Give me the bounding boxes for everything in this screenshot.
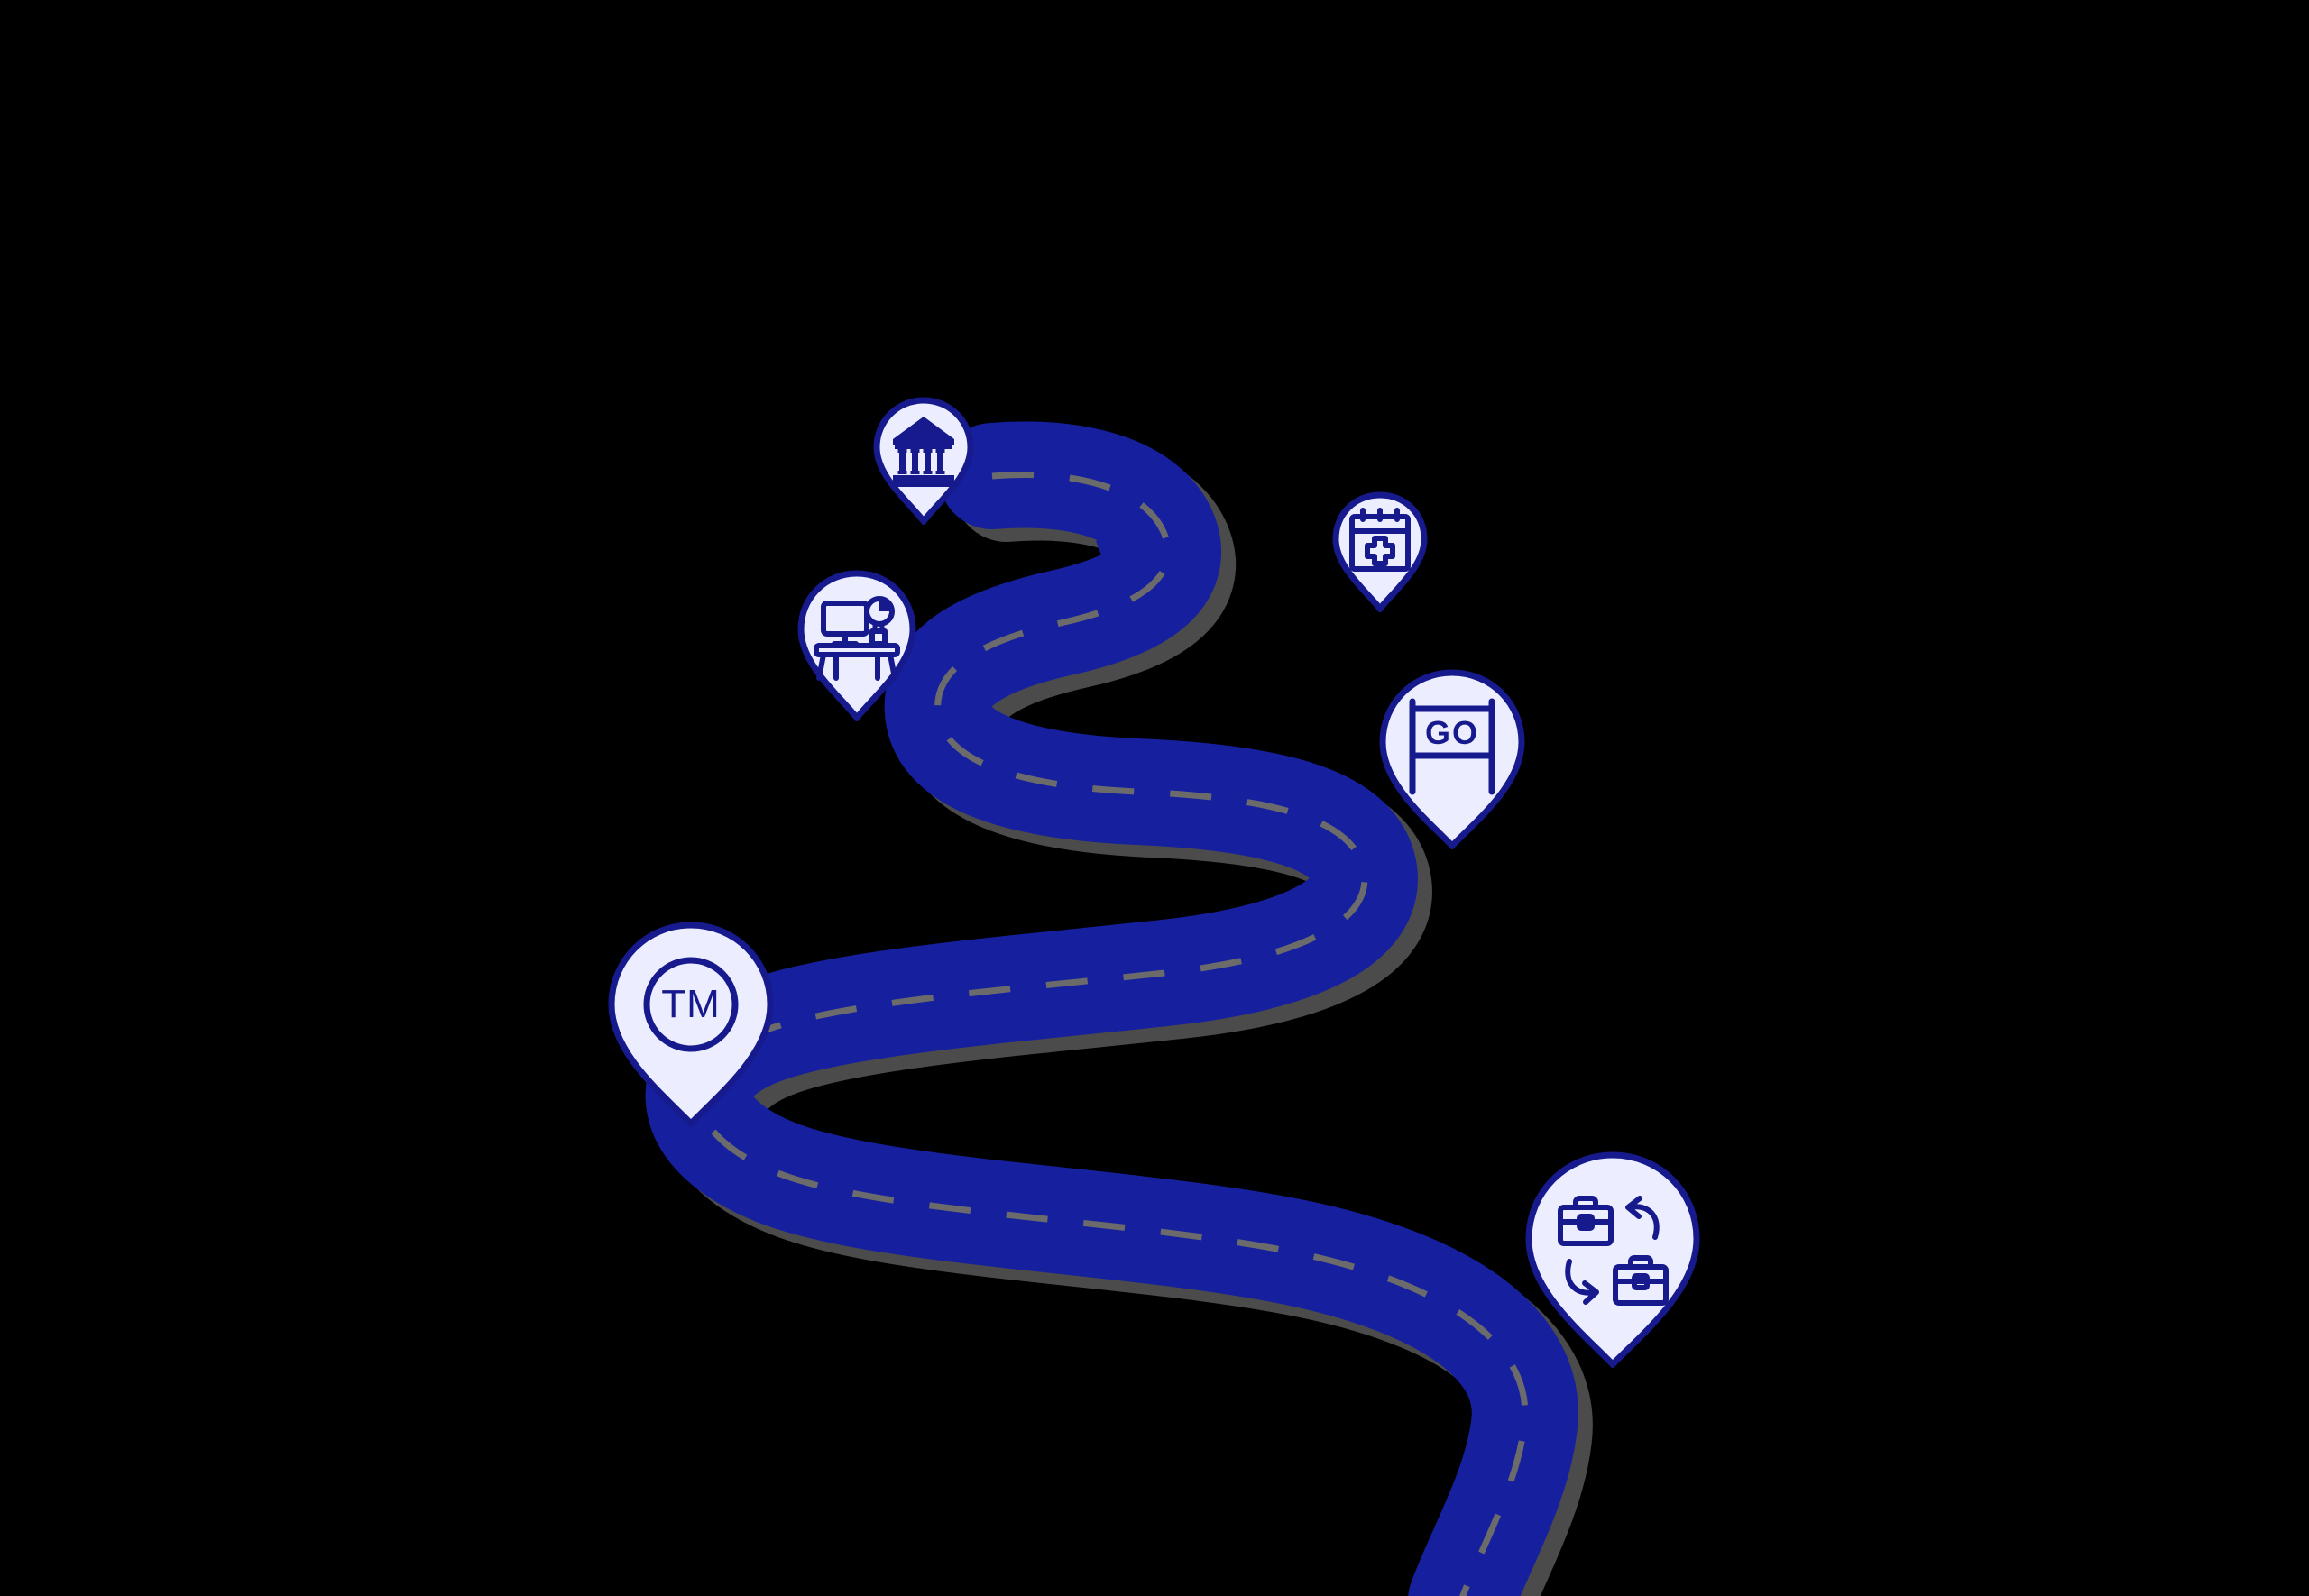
map-pin-shape: TM <box>608 922 774 1127</box>
map-pin-shape: GO <box>1379 669 1525 849</box>
marker-workstation[interactable]: Workstation with monitor and clock <box>796 570 917 721</box>
marker-bank[interactable]: Bank / financial institution <box>873 397 974 525</box>
calendar-medical-cross-icon <box>1349 508 1411 572</box>
go-sign-icon <box>1409 698 1495 795</box>
marker-job-change[interactable]: Job change / briefcase swap <box>1524 1151 1701 1368</box>
trademark-circle-icon <box>643 957 739 1052</box>
briefcase-swap-icon <box>1558 1196 1669 1306</box>
bank-building-icon <box>890 417 957 487</box>
marker-go-sign[interactable]: GO <box>1378 669 1526 849</box>
map-pin-shape <box>1332 491 1428 612</box>
map-pin-shape <box>873 397 974 525</box>
trademark-text: TM <box>661 982 721 1026</box>
map-pin-shape <box>1525 1151 1700 1368</box>
marker-health-appointment[interactable]: Medical appointment calendar <box>1332 491 1428 612</box>
marker-trademark[interactable]: TM <box>607 922 775 1127</box>
map-pin-shape <box>797 570 916 721</box>
desk-monitor-clock-icon <box>814 596 900 681</box>
go-sign-text: GO <box>1425 714 1479 751</box>
